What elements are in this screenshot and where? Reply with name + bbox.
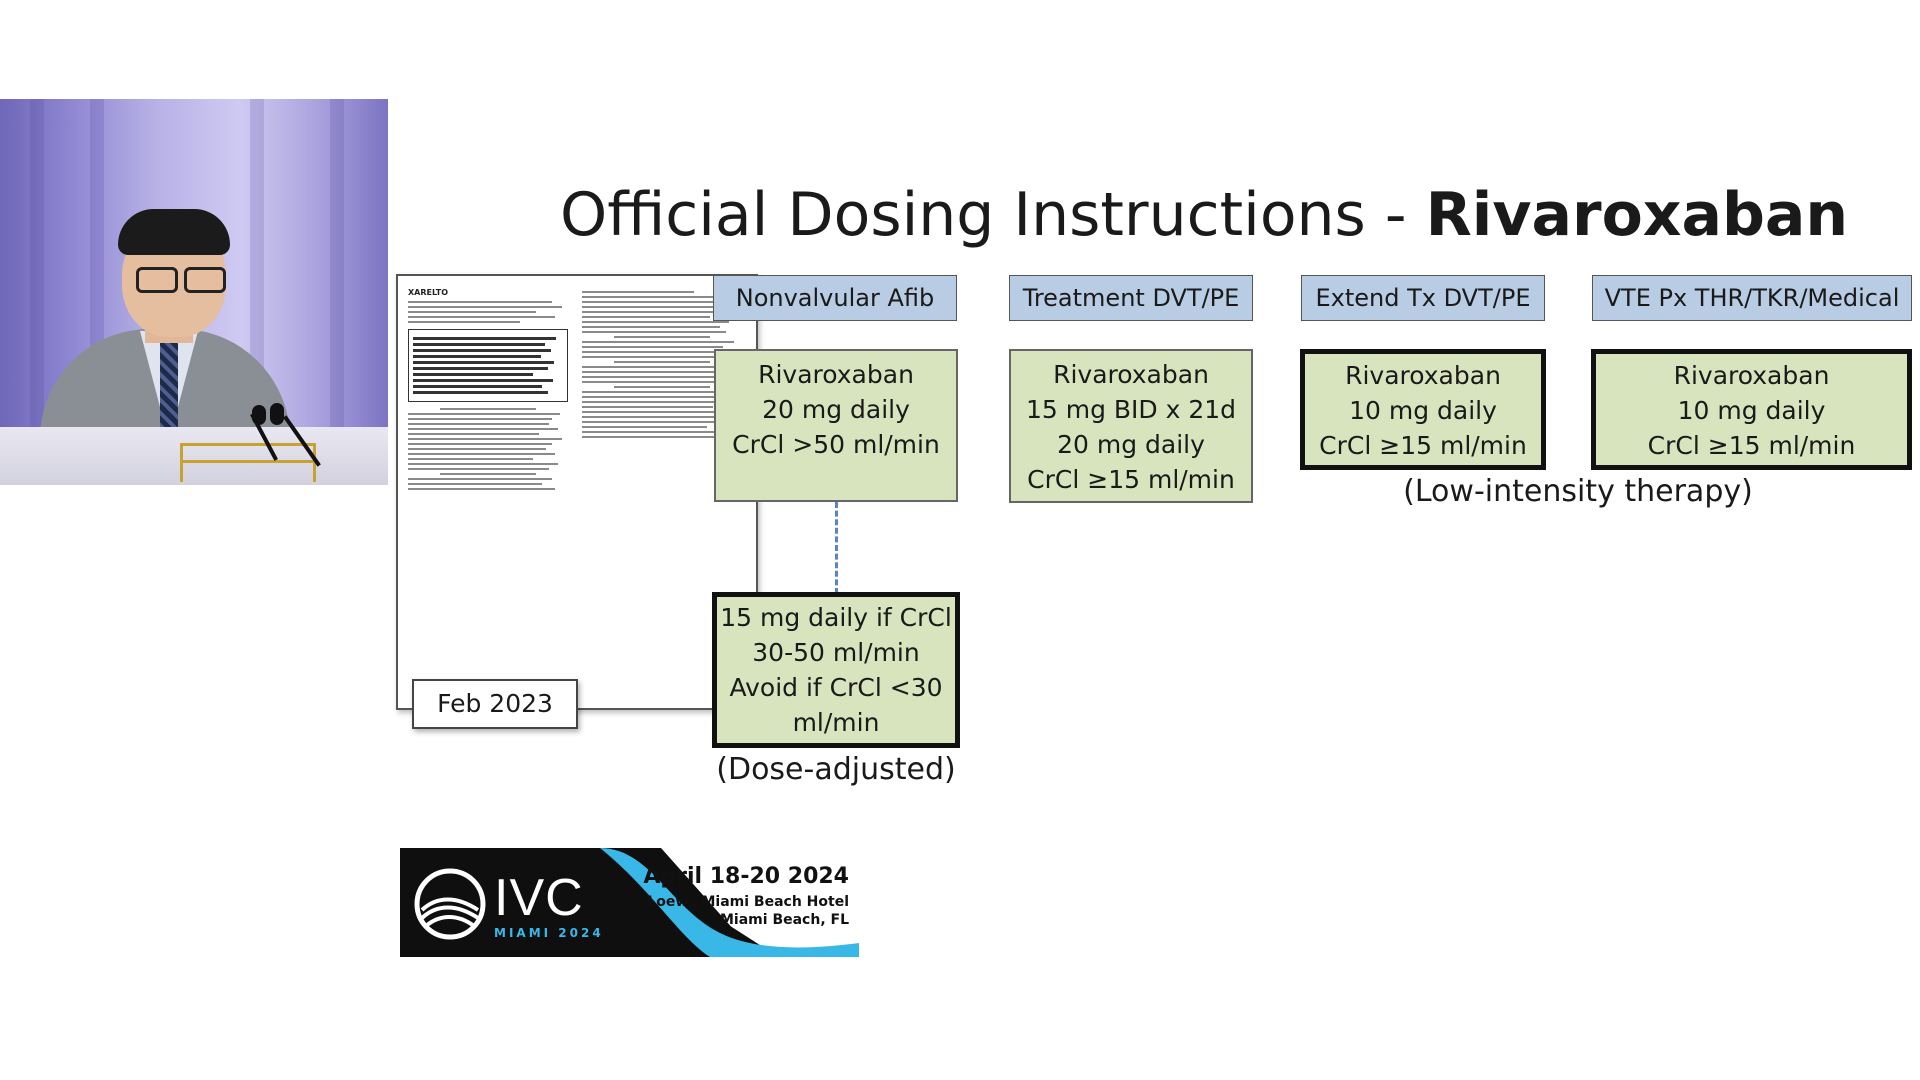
microphone-icon — [270, 403, 284, 425]
speaker-video — [0, 99, 388, 485]
ivc-subtitle: MIAMI 2024 — [494, 926, 604, 940]
note-low-intensity: (Low-intensity therapy) — [1403, 474, 1753, 509]
dose-box-vte-px: Rivaroxaban 10 mg daily CrCl ≥15 ml/min — [1591, 349, 1912, 470]
glasses-icon — [128, 267, 230, 293]
ivc-wordmark: IVC — [494, 869, 584, 927]
dose-box-nonvalvular-afib: Rivaroxaban 20 mg daily CrCl >50 ml/min — [714, 349, 958, 502]
dose-box-adjusted: 15 mg daily if CrCl 30-50 ml/min Avoid i… — [712, 592, 960, 748]
ivc-logo-icon — [414, 868, 486, 940]
banner-city: Miami Beach, FL — [720, 912, 849, 928]
wave-decoration — [600, 848, 859, 957]
document-date-label: Feb 2023 — [412, 679, 578, 729]
note-dose-adjusted: (Dose-adjusted) — [716, 752, 956, 787]
prescribing-label-document: XARELTO — [396, 274, 758, 710]
ivc-conference-banner: IVC MIAMI 2024 April 18-20 2024 Loews Mi… — [400, 848, 859, 957]
header-nonvalvular-afib: Nonvalvular Afib — [713, 275, 957, 321]
dose-box-treatment-dvt-pe: Rivaroxaban 15 mg BID x 21d 20 mg daily … — [1009, 349, 1253, 503]
banner-date: April 18-20 2024 — [643, 864, 849, 889]
dashed-connector — [835, 502, 838, 594]
dose-box-extend-tx: Rivaroxaban 10 mg daily CrCl ≥15 ml/min — [1300, 349, 1546, 470]
slide-title: Official Dosing Instructions - Rivaroxab… — [560, 180, 1849, 250]
header-extend-tx-dvt-pe: Extend Tx DVT/PE — [1301, 275, 1545, 321]
podium — [0, 427, 388, 485]
header-treatment-dvt-pe: Treatment DVT/PE — [1009, 275, 1253, 321]
microphone-icon — [252, 405, 266, 425]
banner-venue: Loews Miami Beach Hotel — [647, 894, 849, 910]
header-vte-px: VTE Px THR/TKR/Medical — [1592, 275, 1912, 321]
